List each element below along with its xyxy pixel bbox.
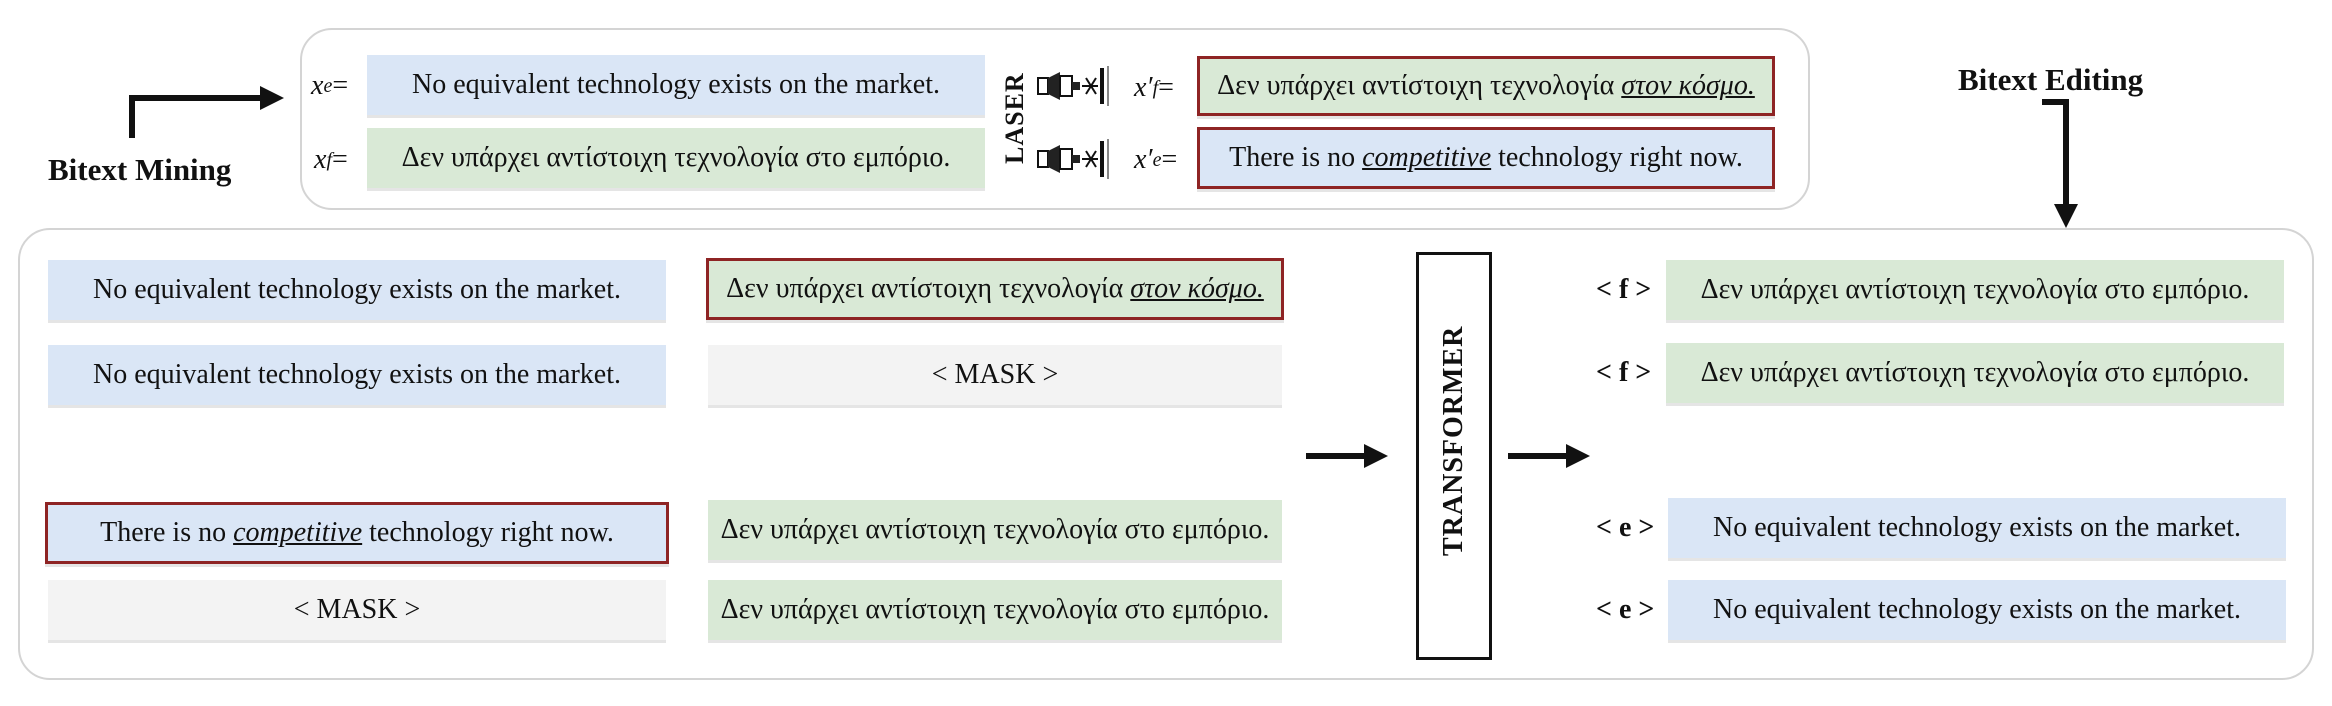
xe-sentence-box: No equivalent technology exists on the m…	[367, 55, 985, 115]
en-source-box-2: No equivalent technology exists on the m…	[48, 345, 666, 405]
mining-arrow-icon	[129, 86, 284, 138]
gr-output-box-2: Δεν υπάρχει αντίστοιχη τεχνολογία στο εμ…	[1666, 343, 2284, 403]
input-arrow-icon	[1306, 444, 1388, 468]
en-source-box-1: No equivalent technology exists on the m…	[48, 260, 666, 320]
xpe-label: x′e=	[1134, 144, 1178, 175]
mask-box-left: < MASK >	[48, 580, 666, 640]
encoder-icon-bottom	[1037, 139, 1109, 179]
xpf-label: x′f=	[1134, 72, 1174, 103]
gr-source-box-2: Δεν υπάρχει αντίστοιχη τεχνολογία στο εμ…	[708, 580, 1282, 640]
output-arrow-icon	[1508, 444, 1590, 468]
en-output-box-2: No equivalent technology exists on the m…	[1668, 580, 2286, 640]
lang-tag-e-1: < e >	[1596, 512, 1655, 543]
xpe-sentence-box: There is no competitive technology right…	[1197, 127, 1775, 189]
gr-output-box-1: Δεν υπάρχει αντίστοιχη τεχνολογία στο εμ…	[1666, 260, 2284, 320]
editing-arrow-icon	[2042, 99, 2078, 228]
laser-label: LASER	[1000, 72, 1029, 164]
xpf-sentence-box: Δεν υπάρχει αντίστοιχη τεχνολογία στον κ…	[1197, 56, 1775, 116]
bitext-mining-title: Bitext Mining	[48, 152, 232, 187]
transformer-label: TRANSFORMER	[1438, 325, 1469, 556]
mask-box-middle: < MASK >	[708, 345, 1282, 405]
bitext-editing-title: Bitext Editing	[1958, 62, 2144, 97]
encoder-icon-top	[1037, 66, 1109, 106]
gr-source-box-1: Δεν υπάρχει αντίστοιχη τεχνολογία στο εμ…	[708, 500, 1282, 560]
lang-tag-e-2: < e >	[1596, 594, 1655, 625]
gr-edited-box: Δεν υπάρχει αντίστοιχη τεχνολογία στον κ…	[706, 258, 1284, 320]
xf-sentence-box: Δεν υπάρχει αντίστοιχη τεχνολογία στο εμ…	[367, 128, 985, 188]
lang-tag-f-2: < f >	[1596, 357, 1652, 388]
en-output-box-1: No equivalent technology exists on the m…	[1668, 498, 2286, 558]
en-edited-box: There is no competitive technology right…	[45, 502, 669, 564]
lang-tag-f-1: < f >	[1596, 274, 1652, 305]
transformer-block	[1416, 252, 1492, 660]
